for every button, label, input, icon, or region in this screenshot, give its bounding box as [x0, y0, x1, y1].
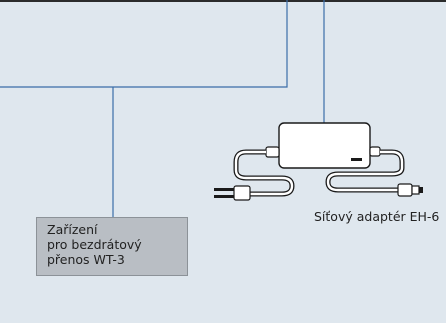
ac-adapter-label: Síťový adaptér EH-6	[314, 209, 439, 224]
adapter-brick-label	[351, 158, 362, 161]
wt3-label-line-3: přenos WT-3	[47, 252, 187, 267]
wireless-transmitter-label: Zařízení pro bezdrátový přenos WT-3	[36, 217, 188, 276]
adapter-brick	[279, 123, 370, 168]
ac-adapter-illustration	[214, 123, 423, 200]
dc-plug	[398, 184, 423, 196]
wt3-label-line-1: Zařízení	[47, 222, 187, 237]
mains-plug	[214, 186, 250, 200]
wt3-label-line-2: pro bezdrátový	[47, 237, 187, 252]
leader-line-frame	[0, 0, 287, 87]
